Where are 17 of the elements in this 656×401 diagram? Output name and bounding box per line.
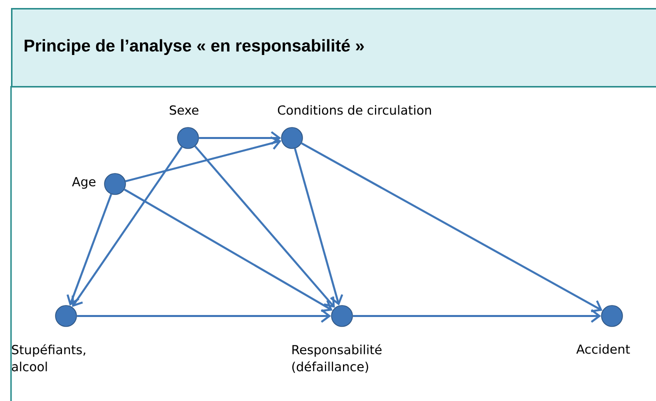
title: Principe de l’analyse « en responsabilité » (24, 39, 364, 55)
arrow (301, 142, 602, 312)
arrow (198, 131, 282, 145)
node-label: Accident (576, 344, 630, 354)
arrow (352, 309, 602, 323)
node-label: Stupéfiants, alcool (12, 344, 86, 372)
node-label: Responsabilité (défaillance) (292, 344, 382, 373)
arrow (72, 146, 183, 307)
node-label: Age (72, 177, 96, 189)
arrow (124, 188, 333, 312)
arrow (294, 148, 344, 306)
arrow (125, 136, 282, 182)
arrow (194, 146, 335, 308)
arrow (76, 309, 332, 323)
arrow (66, 194, 112, 306)
node-label: Conditions de circulation (278, 105, 431, 115)
node-label: Sexe (170, 105, 198, 115)
